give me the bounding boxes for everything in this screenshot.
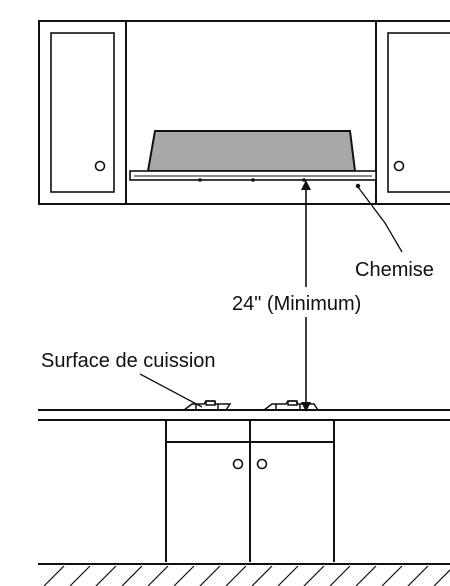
clearance-label: 24" (Minimum) <box>232 293 361 315</box>
liner-point <box>355 183 361 189</box>
hood-light <box>302 178 306 182</box>
cooktop-leader-line <box>139 373 203 408</box>
liner-leader-line <box>357 186 403 253</box>
floor-hatching <box>43 566 450 586</box>
hood-body <box>146 130 357 172</box>
cabinet-knob-icon <box>393 160 405 172</box>
cabinet-knob-icon <box>232 458 244 470</box>
cooktop-label: Surface de cuission <box>41 350 216 372</box>
cabinet-knob-icon <box>256 458 268 470</box>
lower-cabinet <box>165 420 335 562</box>
cabinet-knob-icon <box>94 160 106 172</box>
left-cabinet-door-panel <box>50 32 115 193</box>
right-cabinet-door-panel <box>387 32 450 193</box>
countertop <box>38 400 450 421</box>
gas-burner-icon <box>263 400 319 411</box>
hood-light <box>198 178 202 182</box>
clearance-label-bg <box>230 287 394 317</box>
range-hood <box>129 130 377 189</box>
upper-cabinets <box>38 20 450 205</box>
liner-label: Chemise <box>355 259 434 281</box>
floor <box>38 563 450 586</box>
gas-burner-icon <box>183 400 232 411</box>
left-cabinet-door <box>38 20 127 205</box>
hood-light <box>251 178 255 182</box>
